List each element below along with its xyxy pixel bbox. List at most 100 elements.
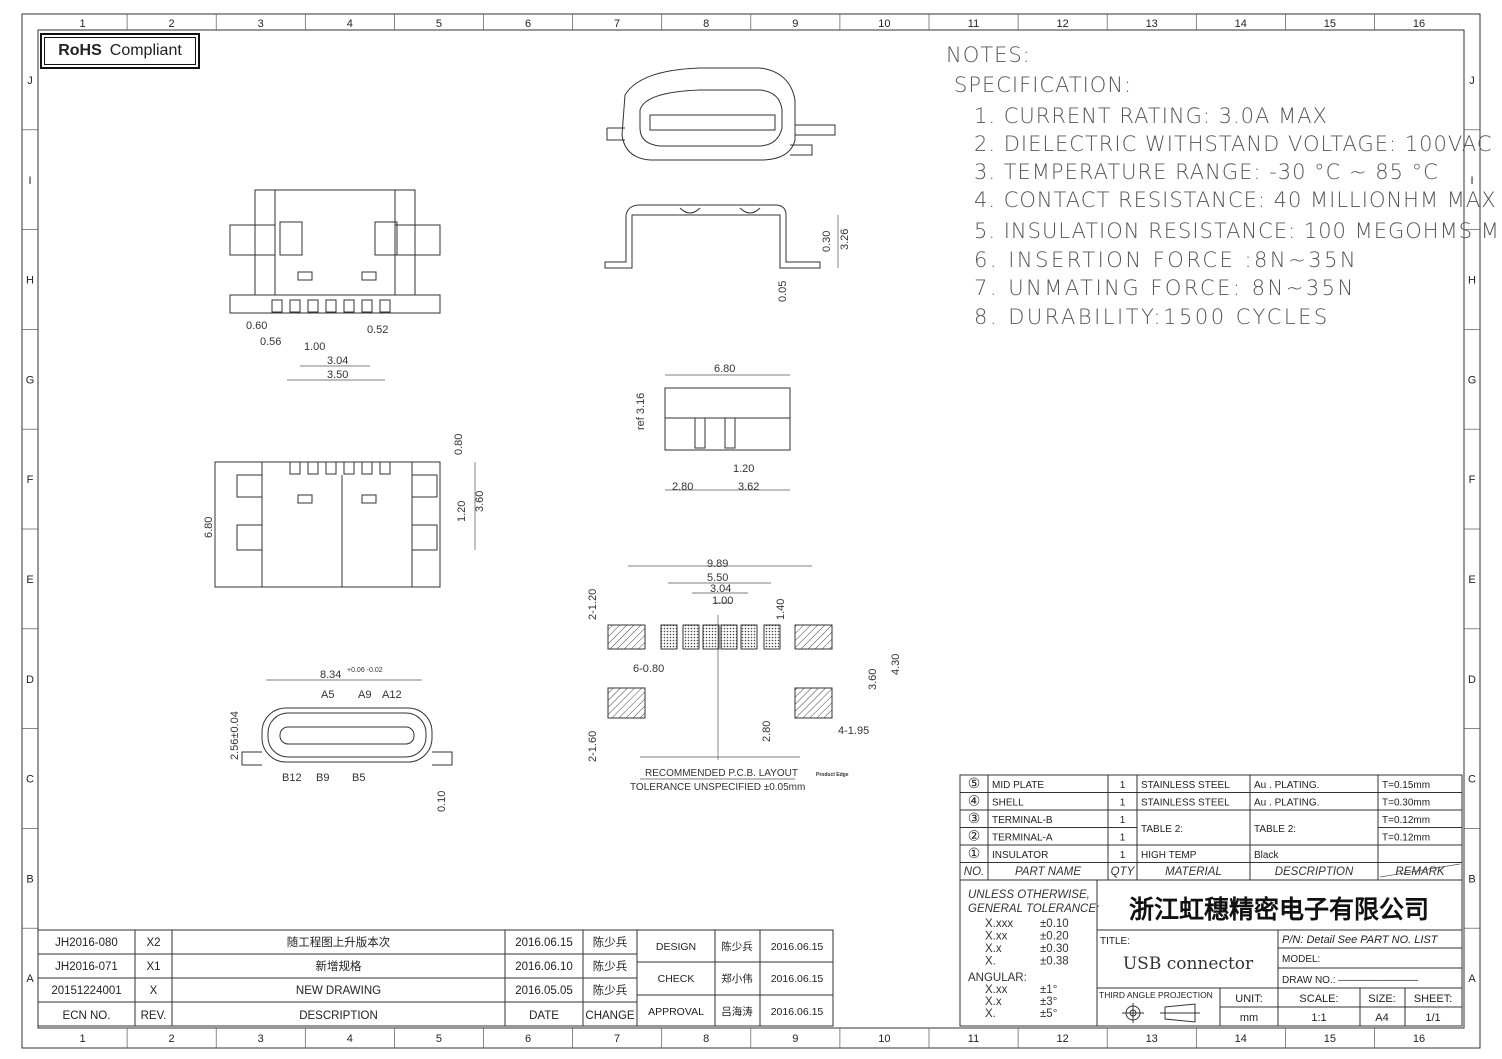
dim-label: 0.56 — [260, 336, 281, 348]
note-item: 2. DIELECTRIC WITHSTAND VOLTAGE: 100VAC — [974, 132, 1493, 156]
tolerance-heading: UNLESS OTHERWISE, — [968, 889, 1090, 901]
tolerance-format: X.xxx — [985, 918, 1013, 930]
grid-row-label: I — [1470, 175, 1473, 187]
grid-column-label: 14 — [1235, 1033, 1247, 1045]
projection-label: THIRD ANGLE PROJECTION — [1099, 990, 1213, 1000]
grid-column-label: 13 — [1146, 1033, 1158, 1045]
angular-heading: ANGULAR: — [968, 972, 1027, 984]
grid-column-label: 1 — [79, 18, 85, 30]
dim-label: 1.40 — [775, 599, 787, 620]
product-edge-label: Product Edge — [816, 772, 849, 778]
revision-cell: 新增规格 — [316, 959, 362, 973]
rohs-bold: RoHS — [58, 42, 102, 59]
bom-cell-name: INSULATOR — [992, 850, 1048, 861]
tolerance-value: ±0.38 — [1040, 956, 1069, 968]
tolerance-format: X.x — [985, 943, 1002, 955]
grid-labels: 1122334455667788991010111112121313141415… — [22, 14, 1480, 1048]
dim-label: 4.30 — [890, 654, 902, 675]
note-item: 5. INSULATION RESISTANCE: 100 MEGOHMS MI… — [974, 219, 1502, 243]
grid-column-label: 2 — [169, 18, 175, 30]
notes-title: NOTES: — [946, 43, 1031, 67]
grid-column-label: 11 — [968, 18, 979, 30]
grid-row-label: G — [1468, 374, 1477, 386]
grid-column-label: 8 — [703, 1033, 709, 1045]
revision-header: CHANGE — [585, 1010, 635, 1022]
revision-cell: 2016.05.05 — [515, 985, 573, 997]
grid-column-label: 7 — [614, 18, 620, 30]
unit-label: UNIT: — [1235, 993, 1263, 1005]
size-value: A4 — [1375, 1012, 1388, 1024]
bom-cell-material: STAINLESS STEEL — [1141, 798, 1230, 809]
bom-cell-qty: 1 — [1120, 780, 1126, 791]
dim-label: 6-0.80 — [633, 663, 664, 675]
dim-label: 6.80 — [714, 363, 735, 375]
front-side-view: 6.80 ref 3.16 1.20 2.80 3.62 — [635, 363, 791, 493]
grid-row-label: I — [28, 175, 31, 187]
dim-label: 0.80 — [453, 434, 465, 455]
angular-value: ±3° — [1040, 996, 1057, 1008]
revision-header: DESCRIPTION — [299, 1010, 378, 1022]
bom-cell-material: STAINLESS STEEL — [1141, 780, 1230, 791]
grid-column-label: 10 — [878, 18, 890, 30]
dim-label: 0.10 — [436, 791, 448, 812]
revision-cell: X1 — [146, 961, 160, 973]
grid-row-label: J — [1469, 75, 1475, 87]
grid-row-label: G — [26, 374, 35, 386]
bom-cell-remark: T=0.30mm — [1382, 798, 1430, 809]
model-label: MODEL: — [1282, 954, 1320, 965]
dim-label: 6.80 — [203, 517, 215, 538]
dim-label: 3.62 — [738, 481, 759, 493]
grid-row-label: A — [1468, 973, 1476, 985]
tolerance-value: ±0.30 — [1040, 943, 1069, 955]
bom-cell-remark: T=0.12mm — [1382, 833, 1430, 844]
pin-label: A5 — [321, 689, 334, 701]
bom-cell-no: ⑤ — [968, 775, 981, 791]
part-number: P/N: Detail See PART NO. LIST — [1282, 934, 1439, 946]
grid-column-label: 4 — [347, 1033, 353, 1045]
note-item: 7. UNMATING FORCE: 8N~35N — [974, 276, 1356, 300]
bom-cell-no: ③ — [968, 810, 981, 826]
scale-value: 1:1 — [1311, 1012, 1326, 1024]
approval-cell: 2016.06.15 — [771, 1006, 824, 1018]
grid-column-label: 6 — [525, 18, 531, 30]
bom-header: REMARK — [1395, 866, 1446, 878]
grid-row-label: H — [26, 275, 34, 287]
approval-cell: 2016.06.15 — [771, 941, 824, 953]
grid-row-label: D — [26, 674, 34, 686]
dim-label: 0.30 — [821, 231, 833, 252]
note-item: 4. CONTACT RESISTANCE: 40 MILLIONHM MAX — [974, 188, 1497, 212]
revision-header: REV. — [141, 1010, 167, 1022]
bom-header: NO. — [964, 866, 984, 878]
bom-header: QTY — [1111, 866, 1136, 878]
revision-header: ECN NO. — [63, 1010, 111, 1022]
grid-column-label: 3 — [258, 1033, 264, 1045]
grid-column-label: 14 — [1235, 18, 1247, 30]
revision-cell: JH2016-071 — [55, 961, 118, 973]
grid-column-label: 3 — [258, 18, 264, 30]
revision-cell: 陈少兵 — [593, 983, 628, 997]
grid-column-label: 15 — [1324, 1033, 1336, 1045]
dim-label: 1.20 — [733, 463, 754, 475]
bom-cell-qty: 1 — [1120, 815, 1126, 826]
title-label: TITLE: — [1100, 936, 1130, 947]
revision-cell: X2 — [146, 937, 160, 949]
tolerance-heading: GENERAL TOLERANCE: — [968, 903, 1099, 915]
dim-label: 3.04 — [710, 583, 731, 595]
grid-column-label: 13 — [1146, 18, 1158, 30]
revision-cell: NEW DRAWING — [296, 985, 381, 997]
bom-cell-desc: Black — [1254, 850, 1279, 861]
bom-header: MATERIAL — [1165, 866, 1222, 878]
pin-label: B12 — [282, 772, 302, 784]
grid-column-label: 5 — [436, 1033, 442, 1045]
dim-label: 3.04 — [327, 355, 348, 367]
revision-cell: 陈少兵 — [593, 935, 628, 949]
grid-row-label: D — [1468, 674, 1476, 686]
bom-cell-desc: Au . PLATING. — [1254, 780, 1319, 791]
notes: NOTES: SPECIFICATION: 1. CURRENT RATING:… — [946, 43, 1502, 329]
front-view: 8.34 +0.06 -0.02 2.56±0.04 A5 A9 A12 B12… — [229, 667, 453, 812]
grid-column-label: 16 — [1413, 18, 1425, 30]
bom-cell-name: TERMINAL-A — [992, 833, 1053, 844]
angular-format: X. — [985, 1008, 996, 1020]
bom-cell-name: MID PLATE — [992, 780, 1044, 791]
